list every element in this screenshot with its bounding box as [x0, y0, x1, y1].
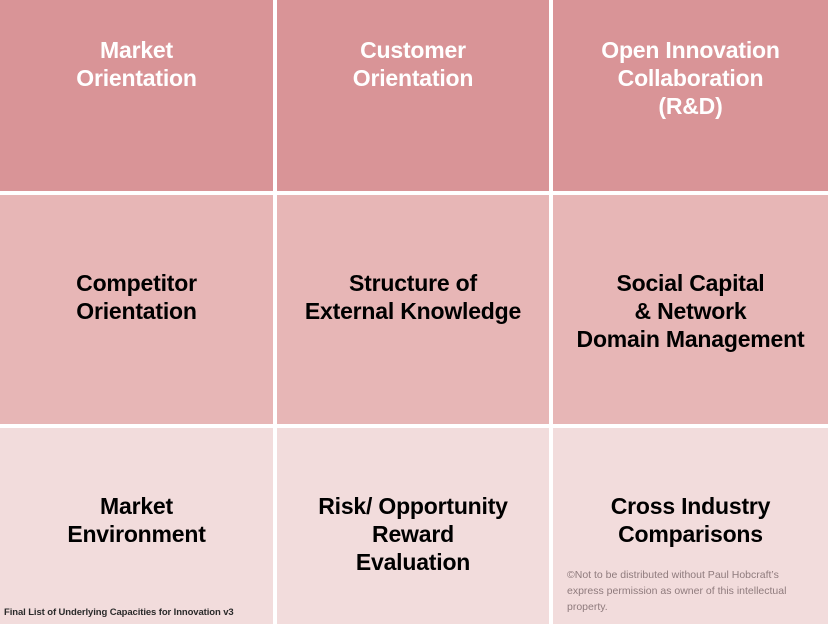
matrix-cell-label: Cross Industry Comparisons — [610, 493, 771, 548]
matrix-cell-label: Open Innovation Collaboration (R&D) — [601, 37, 780, 120]
matrix-cell-social-capital-network-domain-management[interactable]: Social Capital & Network Domain Manageme… — [553, 195, 828, 424]
slide-footnote: Final List of Underlying Capacities for … — [4, 607, 234, 618]
matrix-cell-label: Market Orientation — [76, 37, 197, 92]
matrix-cell-customer-orientation[interactable]: Customer Orientation — [277, 0, 549, 191]
matrix-cell-competitor-orientation[interactable]: Competitor Orientation — [0, 195, 273, 424]
matrix-cell-open-innovation-collaboration[interactable]: Open Innovation Collaboration (R&D) — [553, 0, 828, 191]
copyright-notice: ©Not to be distributed without Paul Hobc… — [567, 569, 787, 613]
matrix-cell-label: Structure of External Knowledge — [304, 270, 522, 325]
matrix-cell-market-environment[interactable]: Market Environment — [0, 428, 273, 624]
matrix-cell-label: Market Environment — [67, 493, 206, 548]
matrix-cell-market-orientation[interactable]: Market Orientation — [0, 0, 273, 191]
matrix-cell-risk-opportunity-reward-evaluation[interactable]: Risk/ Opportunity Reward Evaluation — [277, 428, 549, 624]
matrix-cell-structure-of-external-knowledge[interactable]: Structure of External Knowledge — [277, 195, 549, 424]
matrix-cell-label: Risk/ Opportunity Reward Evaluation — [318, 493, 508, 576]
matrix-cell-cross-industry-comparisons[interactable]: Cross Industry Comparisons — [553, 428, 828, 624]
matrix-cell-label: Competitor Orientation — [76, 270, 197, 325]
matrix-cell-label: Customer Orientation — [352, 37, 474, 92]
matrix-cell-label: Social Capital & Network Domain Manageme… — [576, 270, 805, 353]
